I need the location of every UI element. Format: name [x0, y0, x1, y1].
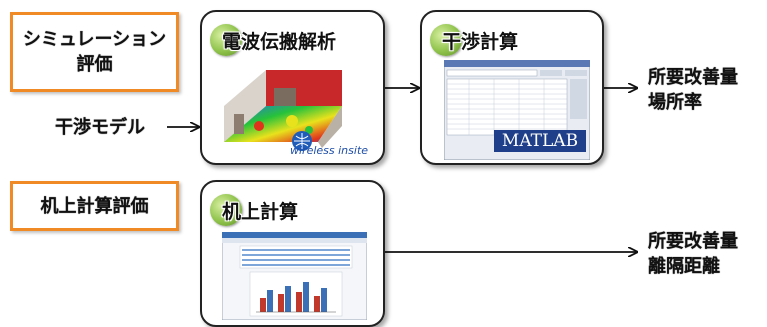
matlab-logo: MATLAB — [494, 130, 586, 152]
interference-model-text: 干渉モデル — [55, 117, 145, 138]
interference-calc-box: 干渉計算 MATLAB — [420, 10, 604, 165]
propagation-heatmap-image — [224, 70, 342, 151]
propagation-title: 電波伝搬解析 — [210, 23, 336, 57]
wireless-insite-logo-text: wireless insite — [290, 144, 369, 157]
desk-calc-eval-text: 机上計算評価 — [40, 195, 149, 217]
matlab-logo-text: MATLAB — [501, 131, 579, 151]
green-bubble-icon — [210, 194, 242, 226]
simulation-eval-label: シミュレーション 評価 — [10, 12, 179, 92]
interference-calc-title: 干渉計算 — [430, 23, 518, 57]
desk-calc-title-text: 机上計算 — [222, 200, 299, 223]
output-top-line1: 所要改善量 — [648, 67, 738, 88]
simulation-eval-line2: 評価 — [76, 54, 113, 75]
output-bottom-line2: 離隔距離 — [648, 256, 720, 277]
desk-calc-box: 机上計算 — [200, 180, 385, 327]
green-bubble-icon — [210, 24, 242, 56]
interference-calc-title-text: 干渉計算 — [442, 30, 519, 53]
propagation-title-text: 電波伝搬解析 — [222, 30, 337, 53]
desk-calc-eval-label: 机上計算評価 — [10, 181, 179, 231]
propagation-analysis-box: 電波伝搬解析 wireless insite — [200, 10, 385, 165]
green-bubble-icon — [430, 24, 462, 56]
spreadsheet-chart-image — [222, 232, 367, 320]
interference-model-label: 干渉モデル — [55, 115, 145, 140]
output-bottom: 所要改善量 離隔距離 — [648, 229, 738, 279]
simulation-eval-line1: シミュレーション — [22, 29, 167, 50]
desk-calc-title: 机上計算 — [210, 193, 298, 227]
wireless-insite-logo: wireless insite — [290, 144, 368, 157]
output-top: 所要改善量 場所率 — [648, 65, 738, 115]
output-bottom-line1: 所要改善量 — [648, 231, 738, 252]
output-top-line2: 場所率 — [648, 92, 702, 113]
